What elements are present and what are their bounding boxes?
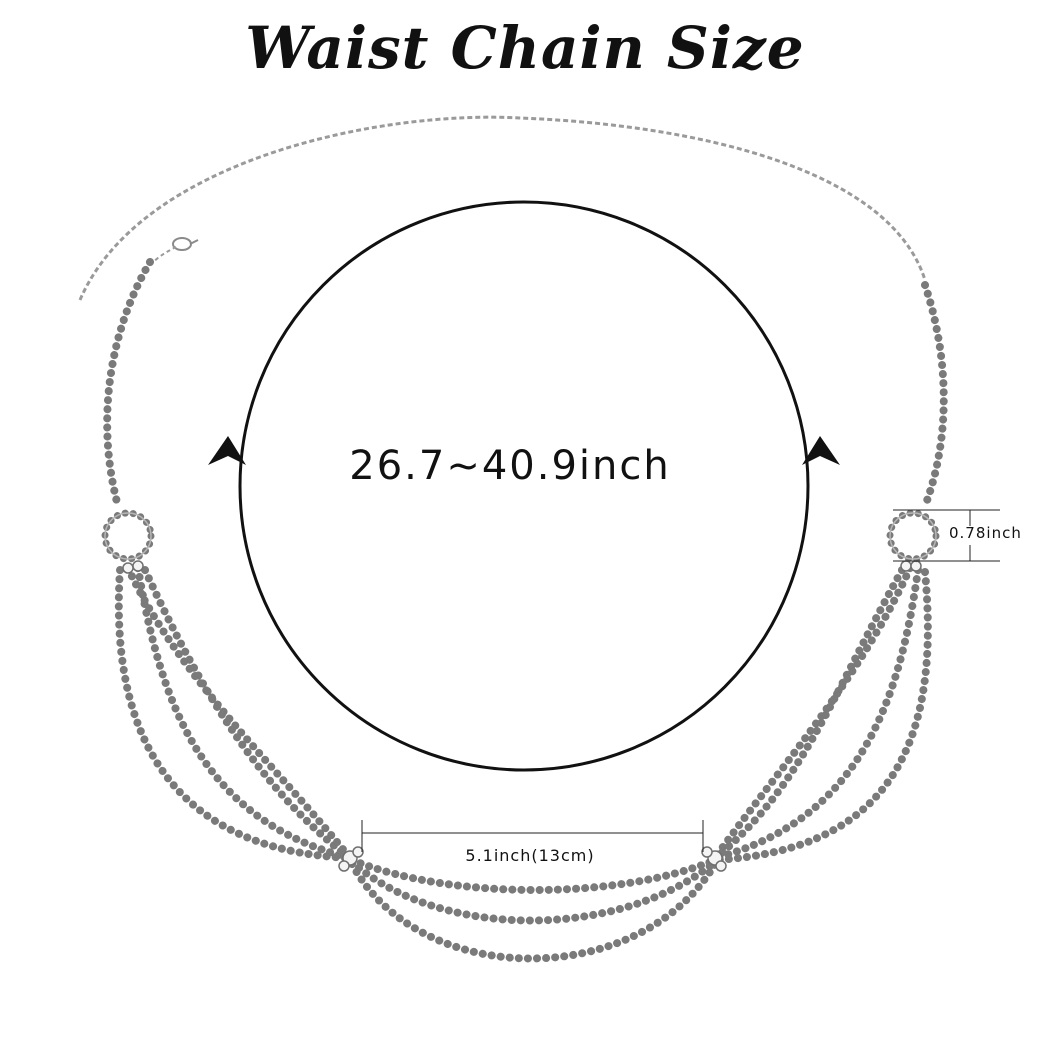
right-ring [886, 509, 940, 563]
page-title: Waist Chain Size [245, 14, 805, 82]
waist-measure-circle [238, 200, 810, 772]
center-swag-1 [348, 856, 719, 894]
left-ring [101, 509, 155, 563]
left-strand-1 [124, 564, 354, 862]
left-upper-strand [103, 258, 154, 510]
lobster-clasp-icon [149, 237, 199, 266]
center-swag-2 [348, 858, 719, 925]
connector-clusters [122, 560, 922, 872]
rhinestone-strands [103, 258, 948, 963]
left-arrow-icon [208, 436, 246, 465]
right-upper-strand [921, 281, 948, 510]
center-dimension [361, 820, 704, 852]
center-swag-3 [348, 860, 719, 963]
right-strand-1 [711, 564, 914, 862]
ring-diameter-label: 0.78inch [949, 524, 1022, 542]
right-strand-4 [711, 568, 932, 864]
right-arrow-icon [802, 436, 840, 465]
extender-chain [78, 115, 927, 301]
left-strand-4 [141, 566, 356, 864]
right-strand-3 [709, 566, 906, 864]
left-strand-2 [134, 564, 354, 862]
waist-length-label: 26.7~40.9inch [349, 443, 671, 489]
right-strand-2 [711, 566, 922, 862]
ring-dimension [893, 509, 1000, 562]
left-strand-3 [114, 566, 354, 862]
center-width-label: 5.1inch(13cm) [465, 846, 595, 865]
